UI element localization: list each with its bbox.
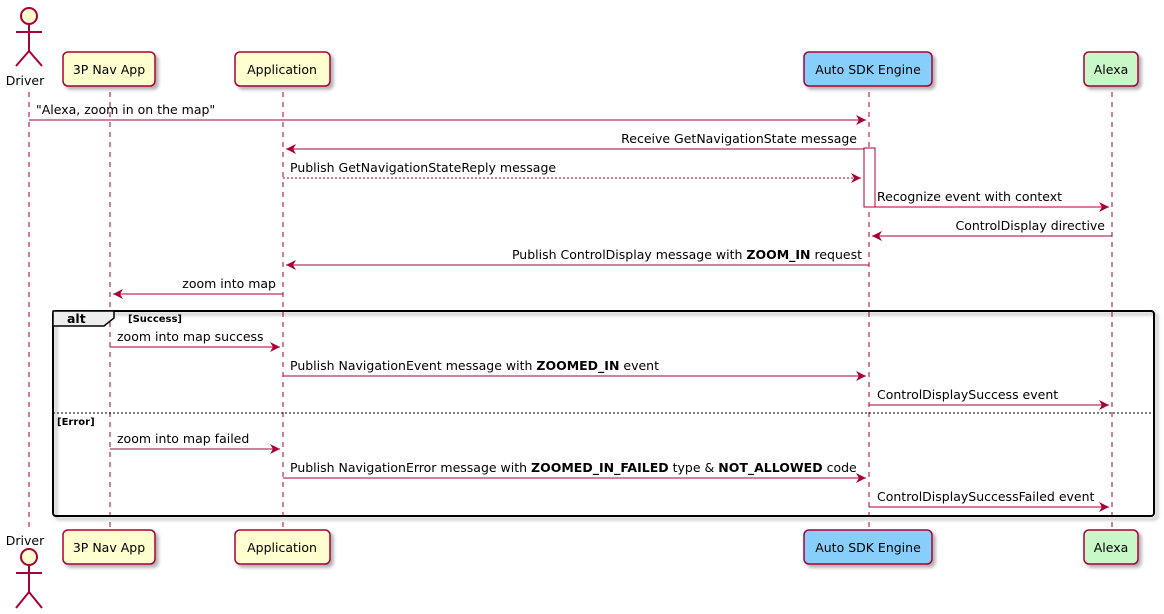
message-label-12: Publish NavigationError message with ZOO… — [290, 460, 857, 476]
actor-driver-icon — [15, 7, 43, 67]
participant-3p-nav-app-bottom — [62, 529, 156, 565]
message-label-2: Receive GetNavigationState message — [621, 131, 857, 146]
message-label-3: Publish GetNavigationStateReply message — [290, 160, 556, 175]
participants-bottom: Driver 3P Nav App Application Auto SDK E… — [6, 529, 1139, 609]
participants-top: Driver 3P Nav App Application Auto SDK E… — [6, 7, 1139, 88]
participant-driver-label-bottom: Driver — [6, 533, 45, 548]
participant-application — [234, 51, 331, 87]
message-label-6-pre: Publish ControlDisplay message with — [512, 247, 746, 262]
participant-auto-sdk-engine-label-bottom: Auto SDK Engine — [815, 540, 921, 555]
message-label-12-bold2: NOT_ALLOWED — [718, 460, 822, 476]
message-label-4: Recognize event with context — [877, 189, 1062, 204]
message-label-12-pre: Publish NavigationError message with — [290, 460, 531, 475]
alt-guard-error: [Error] — [57, 417, 95, 428]
participant-3p-nav-app-label-bottom: 3P Nav App — [73, 540, 145, 555]
message-label-12-mid: type & — [669, 460, 719, 475]
message-label-10: ControlDisplaySuccess event — [877, 387, 1058, 402]
message-label-13: ControlDisplaySuccessFailed event — [877, 489, 1095, 504]
participant-auto-sdk-engine-bottom — [803, 529, 933, 565]
message-label-7: zoom into map — [182, 276, 276, 291]
message-label-1: "Alexa, zoom in on the map" — [36, 102, 215, 117]
message-label-9-bold: ZOOMED_IN — [536, 358, 619, 374]
participant-application-label-bottom: Application — [247, 540, 317, 555]
alt-guard-success: [Success] — [128, 314, 182, 325]
message-label-6-bold: ZOOM_IN — [746, 247, 810, 263]
message-label-9-pre: Publish NavigationEvent message with — [290, 358, 536, 373]
message-label-6-post: request — [811, 247, 863, 262]
participant-alexa-bottom — [1083, 529, 1139, 565]
participant-3p-nav-app-label: 3P Nav App — [73, 62, 145, 77]
participant-3p-nav-app — [62, 51, 156, 87]
participant-driver-label: Driver — [6, 73, 45, 88]
message-label-12-post: code — [823, 460, 857, 475]
participant-application-label: Application — [247, 62, 317, 77]
messages: "Alexa, zoom in on the map" Receive GetN… — [29, 102, 1112, 512]
alt-keyword: alt — [67, 311, 86, 326]
message-label-9-post: event — [619, 358, 659, 373]
alt-keyword-tab — [52, 310, 115, 327]
message-label-6: Publish ControlDisplay message with ZOOM… — [512, 247, 862, 263]
participant-application-bottom — [234, 529, 331, 565]
alt-frame: alt [Success] [Error] — [52, 310, 1155, 517]
participant-alexa-label: Alexa — [1094, 62, 1129, 77]
participant-alexa — [1083, 51, 1139, 87]
message-label-5: ControlDisplay directive — [955, 218, 1105, 233]
activation-bar-engine — [863, 147, 876, 208]
message-label-11: zoom into map failed — [117, 431, 249, 446]
message-label-9: Publish NavigationEvent message with ZOO… — [290, 358, 659, 374]
participant-alexa-label-bottom: Alexa — [1094, 540, 1129, 555]
participant-auto-sdk-engine — [803, 51, 933, 87]
message-label-12-bold: ZOOMED_IN_FAILED — [531, 460, 669, 476]
participant-auto-sdk-engine-label: Auto SDK Engine — [815, 62, 921, 77]
actor-driver-icon-bottom — [15, 548, 43, 609]
message-label-8: zoom into map success — [117, 329, 264, 344]
